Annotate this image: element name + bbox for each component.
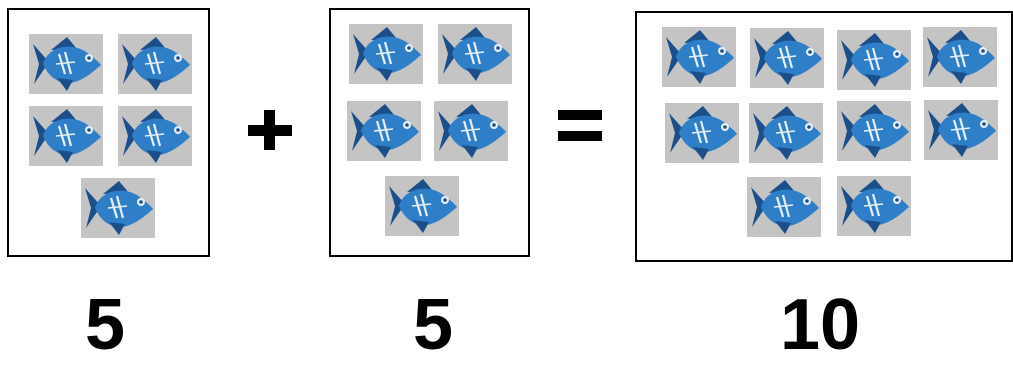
fish-icon: [665, 103, 739, 163]
fish-icon: [923, 27, 997, 87]
fish-icon: [118, 106, 192, 166]
fish-icon: [749, 103, 823, 163]
addend-two-number: 5: [388, 289, 478, 361]
fish-icon: [81, 178, 155, 238]
sum-number: 10: [760, 289, 880, 361]
fish-icon: [662, 27, 736, 87]
fish-icon: [434, 101, 508, 161]
fish-icon: [118, 34, 192, 94]
fish-icon: [750, 28, 824, 88]
sum-group-box: [635, 11, 1013, 262]
fish-icon: [438, 24, 512, 84]
addend-two-group-box: [329, 8, 530, 257]
fish-icon: [29, 34, 103, 94]
fish-icon: [349, 24, 423, 84]
fish-icon: [837, 101, 911, 161]
fish-icon: [924, 100, 998, 160]
equals-icon: [558, 110, 602, 142]
fish-icon: [385, 176, 459, 236]
fish-icon: [747, 177, 821, 237]
addend-one-group-box: [7, 8, 210, 257]
fish-icon: [837, 176, 911, 236]
fish-icon: [29, 106, 103, 166]
fish-icon: [837, 30, 911, 90]
plus-icon: [248, 110, 292, 150]
fish-icon: [347, 101, 421, 161]
addend-one-number: 5: [60, 289, 150, 361]
